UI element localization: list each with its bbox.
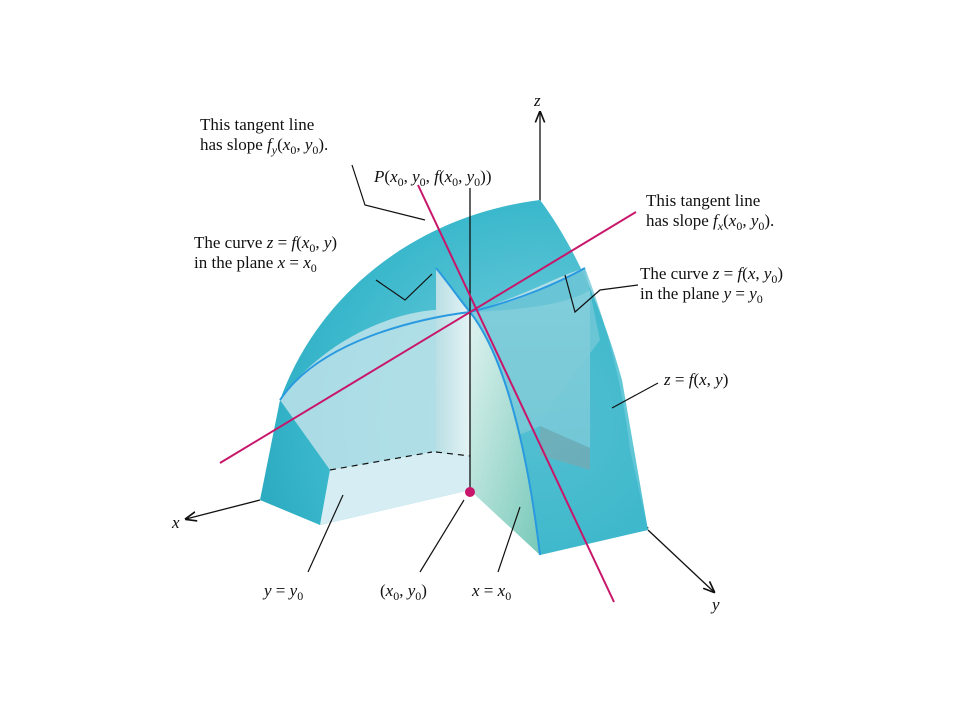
leader-curve-x0 <box>375 273 433 301</box>
hidden-edge-base2 <box>435 451 471 457</box>
z-axis-label: z <box>533 91 541 110</box>
tangent-line-y <box>417 184 615 603</box>
plane-y0-label: y = y0 <box>262 581 303 603</box>
base-plane-face <box>320 452 470 525</box>
tangent-x-label-line1: This tangent line <box>646 191 760 210</box>
tangent-y-label-line1: This tangent line <box>200 115 314 134</box>
leader-plane-x0 <box>497 506 521 573</box>
base-point-dot <box>465 487 475 497</box>
x-axis <box>186 499 261 519</box>
point-P-label: P(x0, y0, f(x0, y0)) <box>373 167 491 189</box>
curve-x0-label-line2: in the plane x = x0 <box>194 253 317 275</box>
tangent-y-label-line2: has slope fy(x0, y0). <box>200 135 328 157</box>
curve-y0 <box>279 267 586 401</box>
curve-y0-label-line1: The curve z = f(x, y0) <box>640 264 783 286</box>
leader-surface <box>611 382 659 409</box>
leader-point-base <box>419 499 465 573</box>
y-axis-label: y <box>710 595 720 614</box>
plane-x0-label: x = x0 <box>471 581 511 603</box>
leader-plane-y0 <box>307 494 344 573</box>
inner-shadow <box>540 426 590 470</box>
leader-tangent-y <box>351 164 426 221</box>
leader-curve-y0 <box>564 274 639 314</box>
point-base-label: (x0, y0) <box>380 581 427 603</box>
surface-right-strip <box>470 268 648 555</box>
surface-label: z = f(x, y) <box>663 370 728 389</box>
curve-y0-label-line2: in the plane y = y0 <box>640 284 763 306</box>
curve-x0-label-line1: The curve z = f(x0, y) <box>194 233 337 255</box>
y-axis <box>647 529 714 592</box>
wedge-x0-face <box>470 312 540 555</box>
x-axis-label: x <box>171 513 180 532</box>
tangent-line-x <box>219 211 637 464</box>
curve-x0 <box>435 267 541 556</box>
tangent-x-label-line2: has slope fx(x0, y0). <box>646 211 774 233</box>
